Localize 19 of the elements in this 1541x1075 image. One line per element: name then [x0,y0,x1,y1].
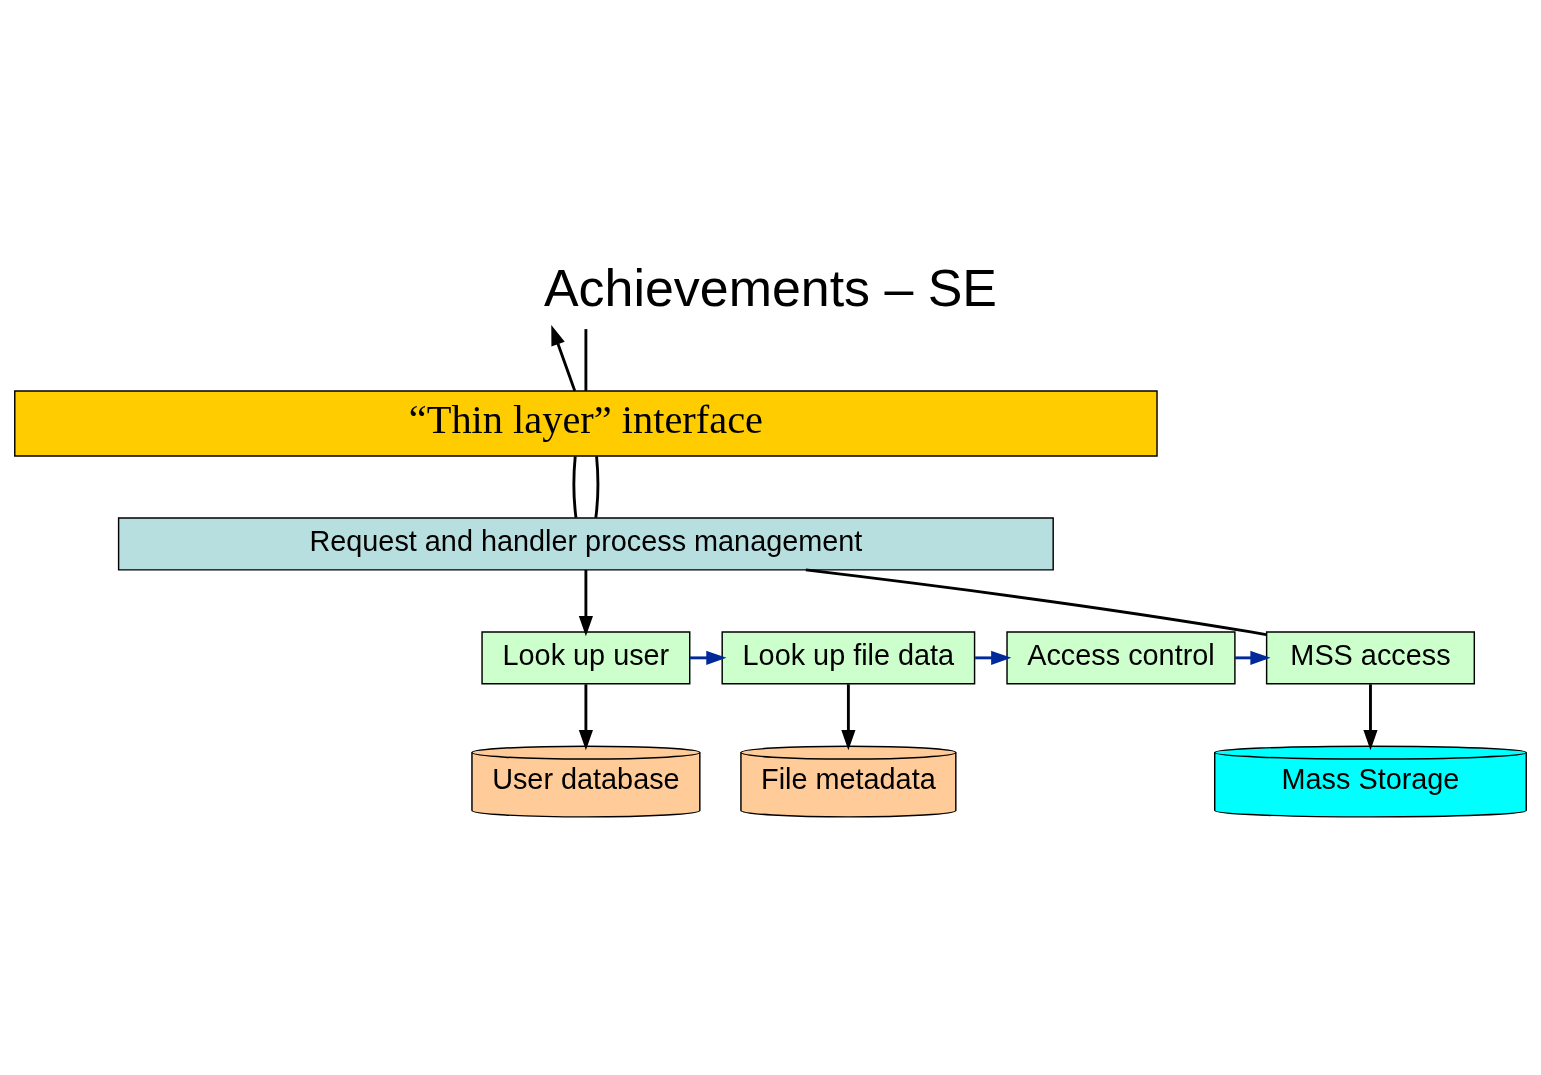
node-box: Look up user [481,630,691,685]
arrow [551,324,577,391]
diagram-title: Achievements – SE [544,258,997,317]
node-box: MSS access [1265,630,1476,685]
connector [805,568,1267,636]
node-box: Look up file data [721,630,976,685]
connector [572,455,578,518]
arrow [578,569,593,636]
node-box: “Thin layer” interface [14,389,1158,457]
arrow [578,683,593,750]
arrow [1363,683,1378,750]
arrow [689,650,727,665]
node-box: Access control [1006,630,1236,685]
connector [584,328,588,391]
arrow [1235,650,1271,665]
arrow [841,683,856,750]
arrow [975,650,1012,665]
node-box: Request and handler process management [117,516,1054,571]
connector [594,455,600,518]
